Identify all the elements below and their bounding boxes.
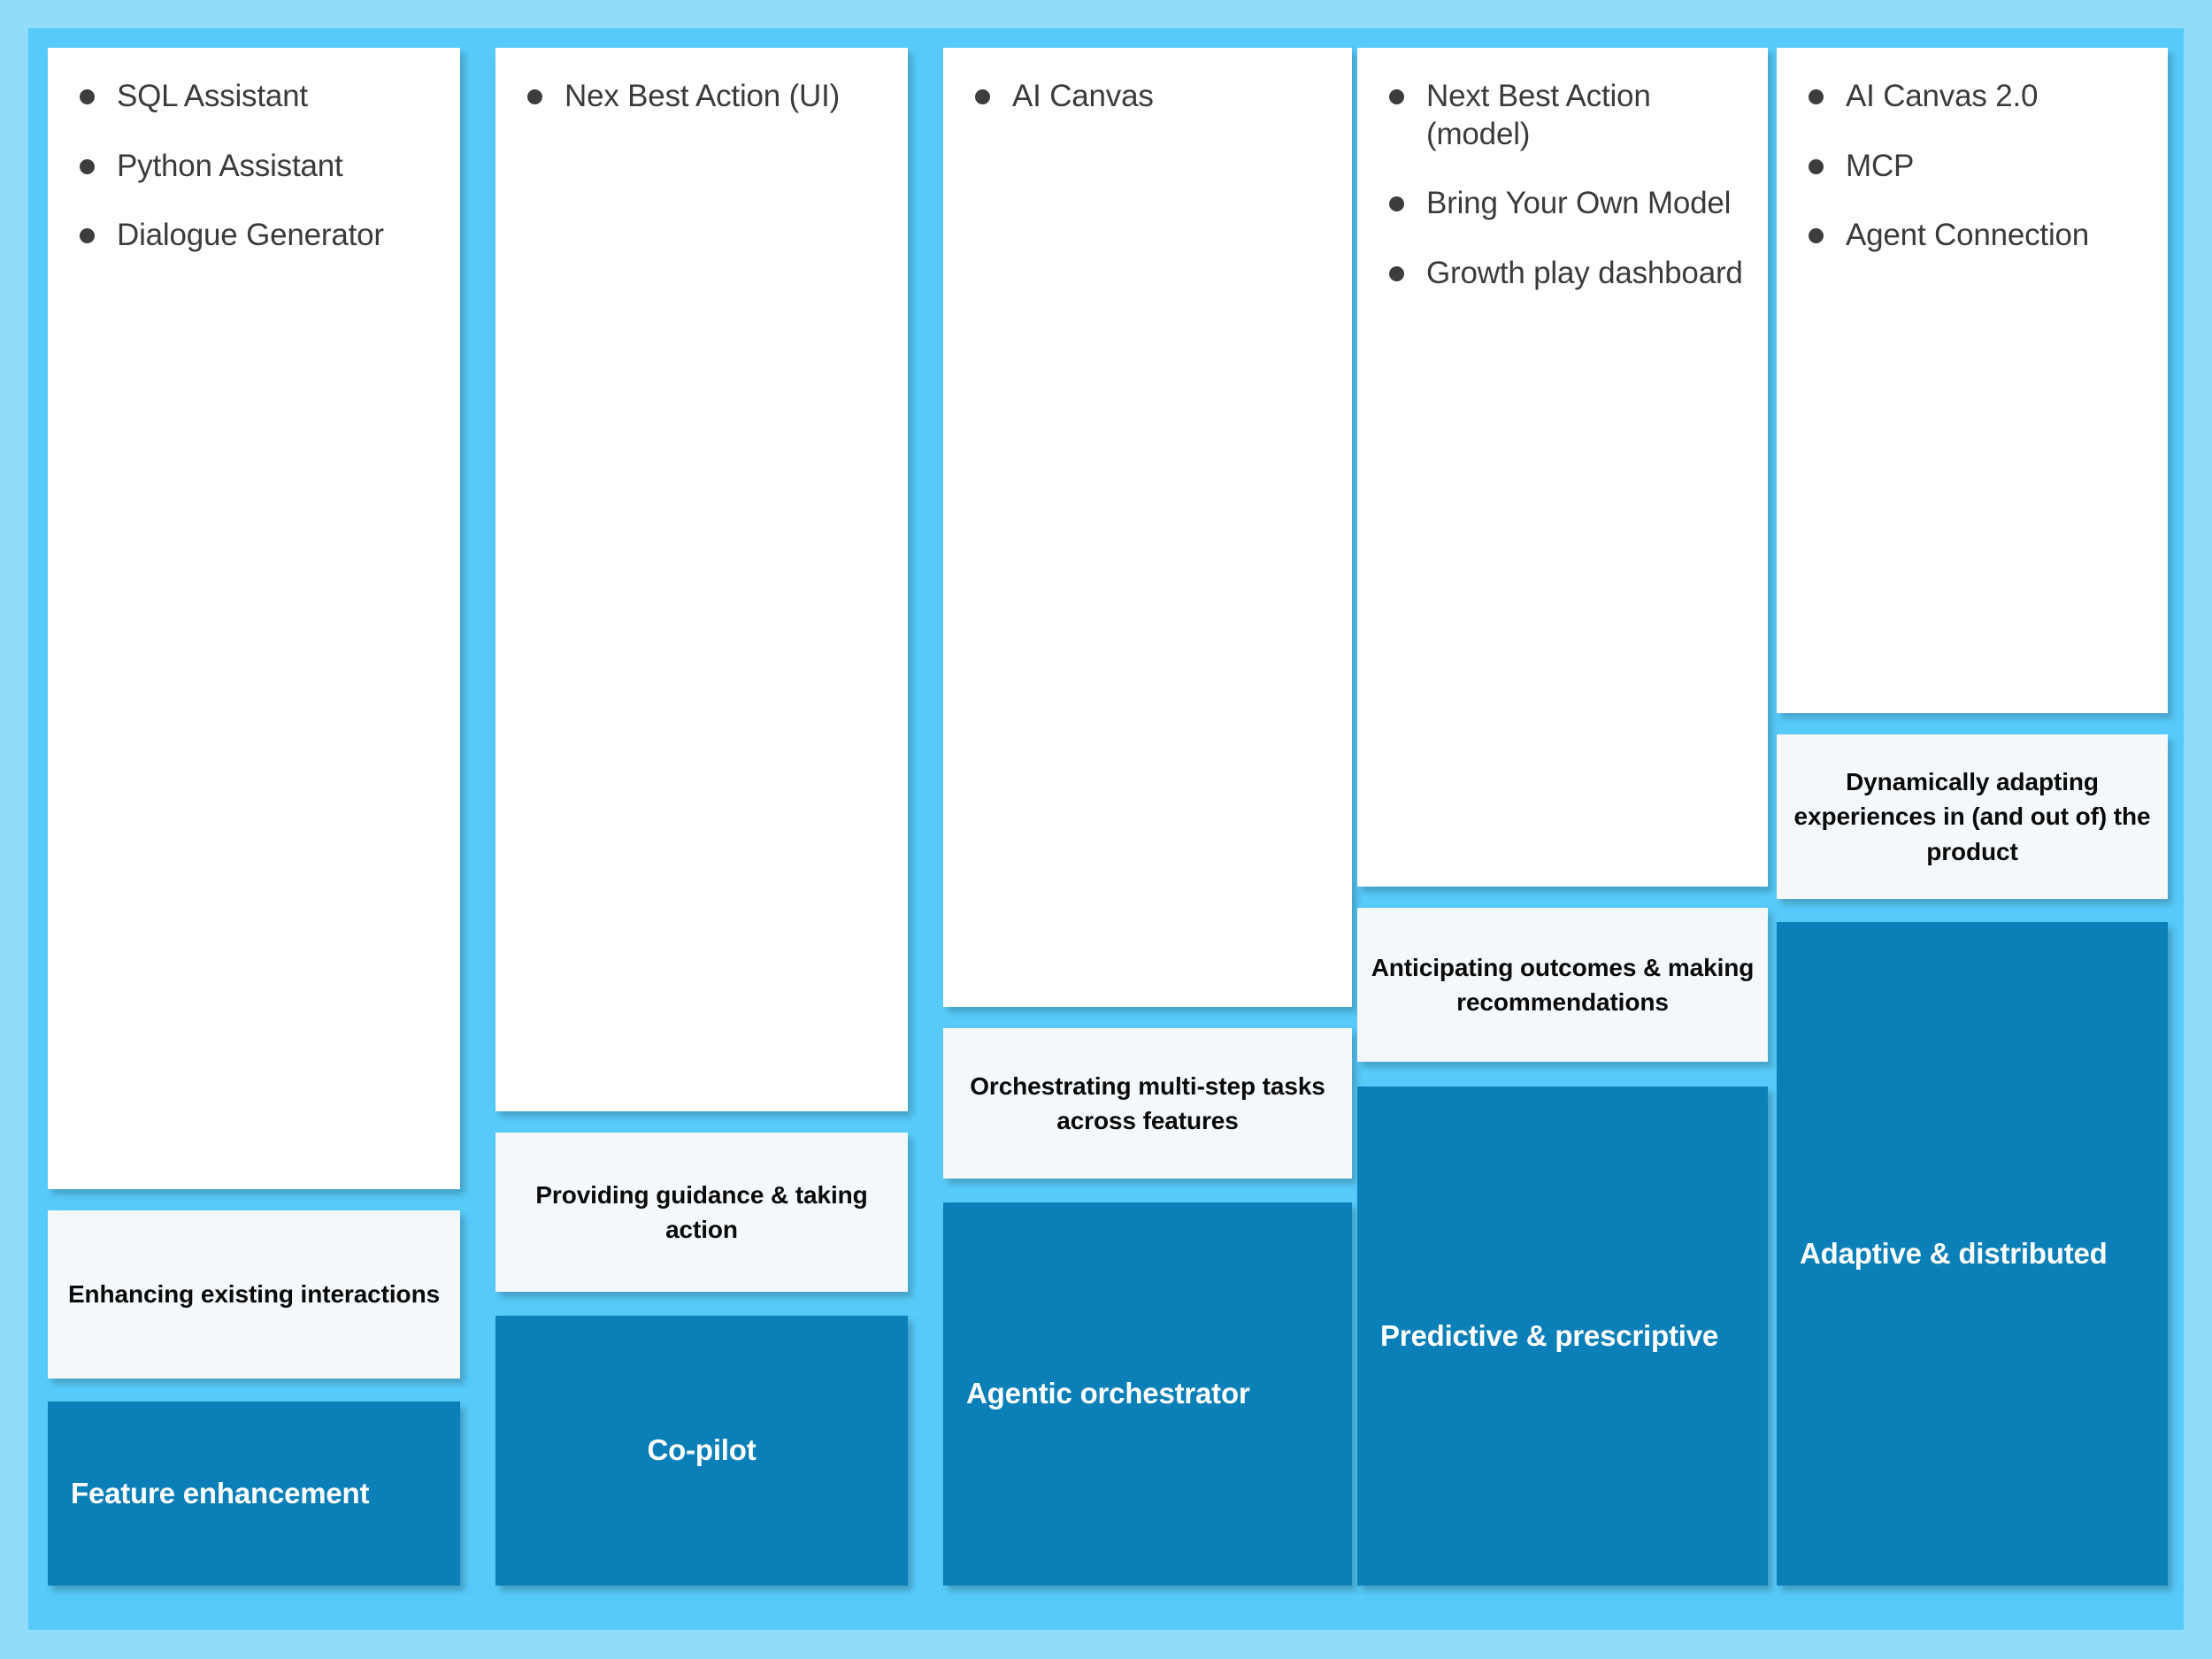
- descriptor-text: Providing guidance & taking action: [535, 1180, 868, 1243]
- list-item[interactable]: Growth play dashboard: [1382, 255, 1743, 293]
- stage-label: Predictive & prescriptive: [1380, 1318, 1719, 1352]
- descriptor-text: Dynamically adapting experiences in (and…: [1793, 768, 2151, 865]
- list-item[interactable]: AI Canvas: [968, 78, 1327, 116]
- list-item[interactable]: MCP: [1801, 148, 2143, 186]
- feature-list-4: Next Best Action (model) Bring Your Own …: [1382, 78, 1743, 293]
- bullet-dot-icon: [1389, 89, 1404, 104]
- list-item[interactable]: Nex Best Action (UI): [520, 78, 883, 116]
- bullet-dot-icon: [1389, 266, 1404, 282]
- stage-card-3[interactable]: Agentic orchestrator: [943, 1202, 1352, 1586]
- descriptor-text: Enhancing existing interactions: [67, 1280, 441, 1309]
- list-item[interactable]: Python Assistant: [73, 148, 435, 186]
- feature-list-5: AI Canvas 2.0 MCP Agent Connection: [1801, 78, 2143, 255]
- bullet-dot-icon: [80, 89, 95, 104]
- list-item[interactable]: Bring Your Own Model: [1382, 185, 1743, 223]
- feature-label: AI Canvas 2.0: [1846, 79, 2039, 113]
- feature-card-3: AI Canvas: [943, 48, 1352, 1007]
- list-item[interactable]: Dialogue Generator: [73, 217, 435, 255]
- feature-label: Dialogue Generator: [117, 218, 384, 253]
- feature-label: Next Best Action (model): [1426, 79, 1651, 151]
- stage-card-4[interactable]: Predictive & prescriptive: [1357, 1087, 1768, 1586]
- feature-label: SQL Assistant: [117, 79, 308, 113]
- feature-card-1: SQL Assistant Python Assistant Dialogue …: [48, 48, 460, 1189]
- descriptor-text: Orchestrating multi-step tasks across fe…: [970, 1071, 1325, 1134]
- maturity-column-1: SQL Assistant Python Assistant Dialogue …: [48, 28, 460, 1630]
- stage-card-5[interactable]: Adaptive & distributed: [1777, 922, 2168, 1586]
- feature-label: Agent Connection: [1846, 218, 2090, 253]
- bullet-dot-icon: [527, 89, 542, 104]
- stage-card-2[interactable]: Co-pilot: [495, 1316, 908, 1586]
- stage-label: Adaptive & distributed: [1800, 1236, 2108, 1270]
- feature-label: Growth play dashboard: [1426, 256, 1743, 291]
- stage-label: Feature enhancement: [71, 1476, 370, 1509]
- stage-card-1[interactable]: Feature enhancement: [48, 1402, 460, 1586]
- descriptor-card-2: Providing guidance & taking action: [495, 1133, 908, 1292]
- bullet-dot-icon: [975, 89, 990, 104]
- bullet-dot-icon: [1809, 228, 1824, 244]
- descriptor-card-4: Anticipating outcomes & making recommend…: [1357, 908, 1768, 1062]
- descriptor-card-1: Enhancing existing interactions: [48, 1210, 460, 1379]
- maturity-column-5: AI Canvas 2.0 MCP Agent Connection Dynam…: [1777, 28, 2168, 1630]
- maturity-column-2: Nex Best Action (UI) Providing guidance …: [495, 28, 908, 1630]
- feature-label: AI Canvas: [1012, 79, 1154, 113]
- bullet-dot-icon: [1809, 158, 1824, 174]
- feature-list-1: SQL Assistant Python Assistant Dialogue …: [73, 78, 435, 255]
- feature-card-2: Nex Best Action (UI): [495, 48, 908, 1111]
- feature-label: Nex Best Action (UI): [565, 79, 841, 113]
- bullet-dot-icon: [80, 158, 95, 174]
- bullet-dot-icon: [1809, 89, 1824, 104]
- list-item[interactable]: Agent Connection: [1801, 217, 2143, 255]
- list-item[interactable]: AI Canvas 2.0: [1801, 78, 2143, 116]
- bullet-dot-icon: [80, 228, 95, 244]
- feature-label: MCP: [1846, 148, 1915, 183]
- feature-card-5: AI Canvas 2.0 MCP Agent Connection: [1777, 48, 2168, 713]
- bullet-dot-icon: [1389, 196, 1404, 212]
- stage-label: Co-pilot: [647, 1433, 757, 1467]
- feature-card-4: Next Best Action (model) Bring Your Own …: [1357, 48, 1768, 887]
- maturity-board: SQL Assistant Python Assistant Dialogue …: [28, 28, 2184, 1630]
- feature-label: Bring Your Own Model: [1426, 186, 1732, 221]
- list-item[interactable]: Next Best Action (model): [1382, 78, 1743, 153]
- maturity-column-3: AI Canvas Orchestrating multi-step tasks…: [943, 28, 1352, 1630]
- feature-label: Python Assistant: [117, 148, 343, 183]
- stage-label: Agentic orchestrator: [966, 1377, 1250, 1410]
- feature-list-2: Nex Best Action (UI): [520, 78, 883, 116]
- descriptor-card-3: Orchestrating multi-step tasks across fe…: [943, 1028, 1352, 1179]
- descriptor-text: Anticipating outcomes & making recommend…: [1371, 953, 1755, 1016]
- descriptor-card-5: Dynamically adapting experiences in (and…: [1777, 734, 2168, 899]
- maturity-column-4: Next Best Action (model) Bring Your Own …: [1357, 28, 1768, 1630]
- list-item[interactable]: SQL Assistant: [73, 78, 435, 116]
- feature-list-3: AI Canvas: [968, 78, 1327, 116]
